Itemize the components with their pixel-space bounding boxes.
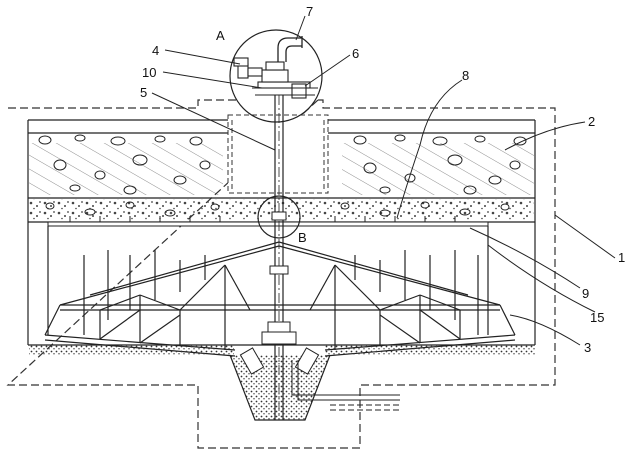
callout-1: 1 [618, 250, 625, 265]
gravel-stones [45, 201, 510, 217]
distribution-header-pipe [47, 221, 489, 227]
callout-3: 3 [584, 340, 591, 355]
gravel-layer [29, 199, 534, 221]
callout-labels: A B 7 4 6 10 5 8 2 1 9 15 3 [140, 4, 625, 355]
detail-label-b: B [298, 230, 307, 245]
drive-unit [233, 57, 318, 99]
callout-15: 15 [590, 310, 604, 325]
hatched-rock-layer-right [342, 143, 534, 195]
central-shaft-box [227, 114, 329, 194]
base-sediment-left [29, 345, 234, 355]
truss-frame [44, 226, 516, 357]
callout-7: 7 [306, 4, 313, 19]
leader-lines [151, 15, 616, 346]
callout-8: 8 [462, 68, 469, 83]
detail-circle-a [229, 29, 323, 123]
hopper-gear-left [239, 347, 265, 375]
detail-label-a: A [216, 28, 225, 43]
coupling-b [271, 211, 287, 221]
outer-boundary [6, 99, 556, 449]
callout-6: 6 [352, 46, 359, 61]
callout-9: 9 [582, 286, 589, 301]
hopper-gear-right [294, 347, 320, 375]
detail-circle-b [257, 195, 301, 239]
vertical-rods [83, 250, 479, 335]
header-nozzles [69, 216, 456, 222]
central-hopper [229, 354, 331, 421]
base-sediment-right [325, 345, 535, 355]
outlet-pipe [277, 37, 302, 62]
truss-joints [261, 265, 297, 345]
hatched-rock-layer-left [29, 143, 223, 195]
callout-4: 4 [152, 43, 159, 58]
callout-10: 10 [142, 65, 156, 80]
callout-5: 5 [140, 85, 147, 100]
rock-pebbles [38, 134, 527, 195]
discharge-pipes [291, 360, 400, 411]
callout-2: 2 [588, 114, 595, 129]
